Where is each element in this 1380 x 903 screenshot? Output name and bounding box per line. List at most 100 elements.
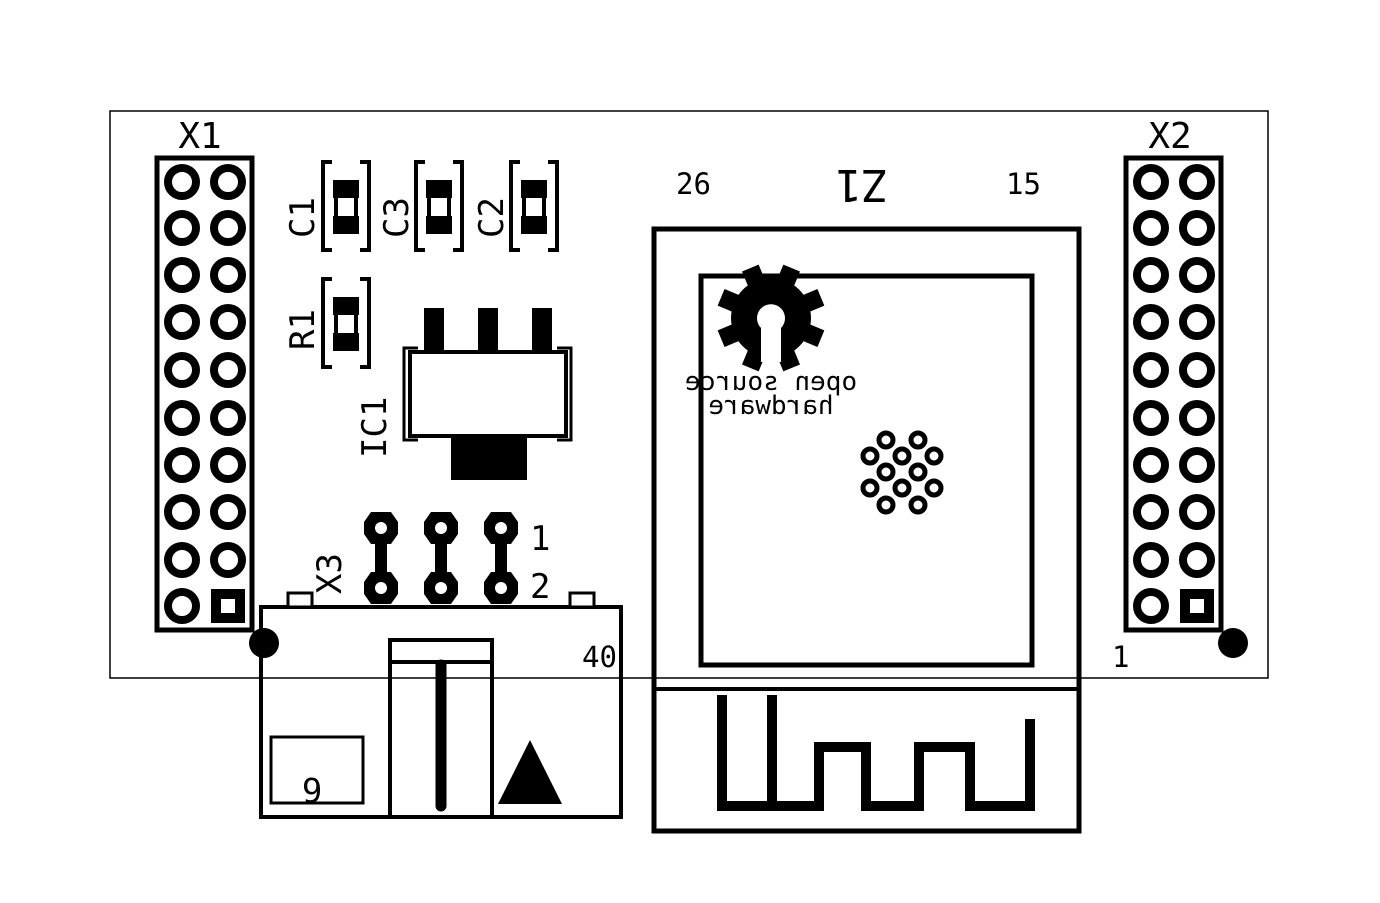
x3-actuator-frame [388,638,494,819]
z1-label: Z1 [836,159,889,210]
thermal-via [876,430,896,450]
ic1-pin-1 [424,308,444,352]
x2-pad [1179,352,1215,388]
r1-body [334,311,358,337]
logo-line-2: hardware [708,391,833,421]
capacitor-c1: C1 [283,160,371,252]
c2-bracket-right [548,160,559,252]
c1-bracket-right [360,160,371,252]
ic1-outline-right [557,346,573,442]
x3-hole-1b [375,582,387,594]
x3-hole-2a [435,522,447,534]
x1-pad [210,304,246,340]
r1-bracket-right [360,277,371,369]
thermal-via [924,478,944,498]
x1-pad [210,210,246,246]
c2-label: C2 [472,197,512,238]
thermal-via [860,478,880,498]
c2-bracket-left [509,160,520,252]
x2-pad [1179,210,1215,246]
ic1-pin-2 [478,308,498,352]
c1-pad-top [333,180,359,198]
x2-pad [1133,400,1169,436]
c3-bracket-right [453,160,464,252]
x2-pad [1133,494,1169,530]
thermal-via [908,430,928,450]
thermal-via [876,462,896,482]
x1-pad [164,257,200,293]
x2-outline [1123,155,1224,633]
x2-pad [1179,400,1215,436]
x2-pins [1133,164,1215,624]
z1-pin-15-label: 15 [1006,167,1041,201]
x2-pad [1133,447,1169,483]
x1-pad [164,352,200,388]
x3-label: X3 [310,553,350,594]
thermal-via [892,478,912,498]
c3-bracket-left [414,160,425,252]
z1-shield-can [698,273,1035,668]
x2-pad-square-hole [1190,599,1204,613]
x1-pad [164,542,200,578]
x1-pad [210,400,246,436]
c2-pad-bottom [521,216,547,234]
x1-pad [210,447,246,483]
c3-pad-top [426,180,452,198]
z1-pin-26-label: 26 [676,167,711,201]
fiducial-right [1218,628,1248,658]
x1-label: X1 [178,116,221,157]
thermal-via [908,462,928,482]
x2-pad [1179,257,1215,293]
x1-pad [164,164,200,200]
module-z1: Z1 26 15 40 1 open source hardware [582,159,1129,834]
thermal-via [924,446,944,466]
oshw-text: open source hardware [685,367,857,421]
c3-label: C3 [377,197,417,238]
x3-slider-box [269,735,365,805]
c1-pad-bottom [333,216,359,234]
x3-pin1-label: 1 [530,519,550,559]
ic1-pin-3 [532,308,552,352]
x1-pad [210,494,246,530]
x3-hole-3b [495,582,507,594]
x2-pad [1133,210,1169,246]
x3-pin2-label: 2 [530,567,550,607]
x1-pad [164,304,200,340]
z1-outline [651,226,1082,834]
board-outline [109,110,1269,679]
x1-pad [210,257,246,293]
gear-keyhole [757,304,785,362]
c1-label: C1 [283,197,323,238]
x3-tab-right [568,591,596,609]
c1-body [334,194,358,220]
x2-label: X2 [1148,116,1191,157]
x1-pad [210,542,246,578]
c2-body [522,194,546,220]
thermal-via [860,446,880,466]
x2-pad [1179,164,1215,200]
x3-hole-2b [435,582,447,594]
x2-pad [1133,257,1169,293]
z1-antenna-trace [717,695,1035,811]
capacitor-c3: C3 [377,160,464,252]
resistor-r1: R1 [283,277,371,369]
x1-outline [154,155,255,633]
c1-bracket-left [321,160,332,252]
connector-x3: 1 2 X3 6 [259,512,623,819]
regulator-ic1: IC1 [355,308,573,480]
x1-pad [210,352,246,388]
x1-pad [164,210,200,246]
r1-pad-bottom [333,333,359,351]
z1-pin-1-label: 1 [1112,640,1129,674]
x2-pad [1133,164,1169,200]
c3-body [427,194,451,220]
thermal-via [908,495,928,515]
x1-pad-square-hole [221,599,235,613]
x2-pad [1179,447,1215,483]
c3-pad-bottom [426,216,452,234]
x2-pad [1179,542,1215,578]
x3-hole-1a [375,522,387,534]
x1-header: X1 [154,116,255,633]
z1-thermal-vias [860,430,944,515]
